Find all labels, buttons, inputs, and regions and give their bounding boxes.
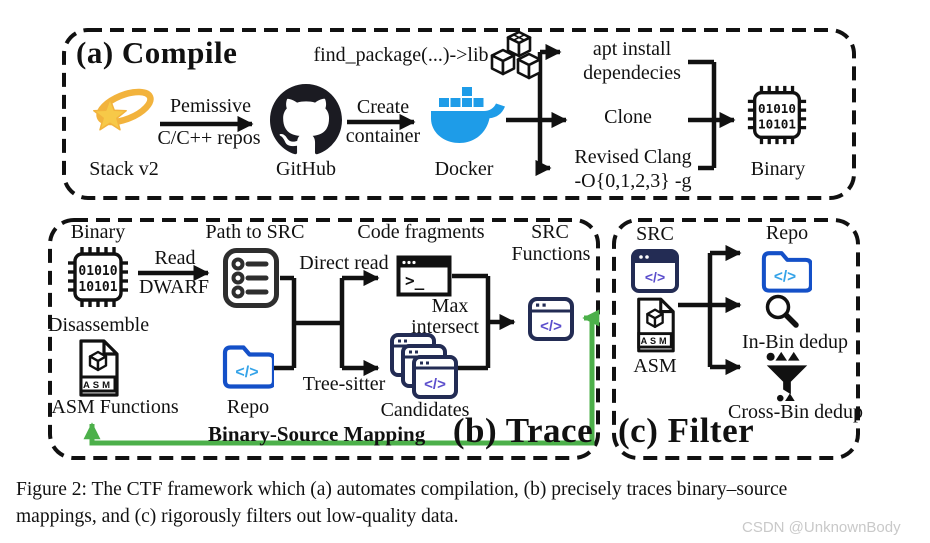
read-dwarf-label-line1: Read: [154, 247, 196, 269]
svg-text:ASM: ASM: [83, 380, 113, 391]
svg-text:01010: 01010: [78, 264, 117, 279]
permissive-label-line1: Pemissive: [169, 95, 252, 117]
github-icon: [270, 84, 342, 156]
panel-b-border: [48, 218, 600, 460]
svg-text:10101: 10101: [758, 117, 796, 132]
candidates-icon: </>: [390, 333, 458, 399]
src-functions-label-line1: SRC: [531, 221, 569, 243]
svg-text:ASM: ASM: [641, 336, 670, 346]
src-window-icon-c: </>: [630, 248, 680, 294]
panel-b-title: (b) Trace: [452, 411, 594, 450]
path-to-src-list-icon: [222, 247, 280, 309]
svg-text:</>: </>: [774, 269, 796, 286]
binary-label-b: Binary: [70, 221, 126, 243]
docker-icon: [426, 86, 506, 156]
find-package-label: find_package(...)->lib: [313, 44, 489, 66]
direct-read-label: Direct read: [299, 252, 389, 274]
revised-clang-label-line2: -O{0,1,2,3} -g: [574, 170, 692, 192]
candidates-label: Candidates: [380, 399, 470, 421]
apt-install-label-line1: apt install: [592, 38, 672, 60]
src-label-c: SRC: [636, 223, 674, 245]
asm-file-icon-b: ASM: [74, 338, 122, 398]
asm-label-c: ASM: [633, 355, 677, 377]
path-to-src-label: Path to SRC: [205, 221, 305, 243]
max-intersect-label-line1: Max: [431, 295, 469, 317]
packages-icon: [490, 30, 548, 88]
create-container-label-line1: Create: [356, 96, 410, 118]
repo-label-c: Repo: [765, 222, 809, 244]
svg-text:10101: 10101: [78, 280, 117, 295]
revised-clang-label-line1: Revised Clang: [574, 146, 692, 168]
code-fragments-label: Code fragments: [357, 221, 485, 243]
clone-label: Clone: [604, 106, 652, 128]
terminal-icon: >_: [396, 255, 452, 297]
cross-bin-dedup-label: Cross-Bin dedup: [728, 401, 863, 423]
max-intersect-label-line2: intersect: [411, 316, 479, 338]
svg-text:</>: </>: [645, 269, 665, 285]
permissive-label-line2: C/C++ repos: [157, 127, 261, 149]
github-label: GitHub: [276, 158, 336, 180]
binary-chip-icon-b: 01010 10101: [64, 244, 132, 310]
stack-v2-label: Stack v2: [89, 158, 159, 180]
panel-c-title: (c) Filter: [618, 411, 755, 450]
repo-folder-icon-c: </>: [758, 246, 812, 294]
svg-text:</>: </>: [424, 376, 446, 393]
figure-caption-line2: mappings, and (c) rigorously filters out…: [16, 505, 459, 527]
binary-chip-icon: 01010 10101: [744, 82, 810, 148]
panel-c-border: [612, 218, 860, 460]
panel-a-title: (a) Compile: [76, 35, 238, 70]
asm-file-icon-c: ASM: [632, 296, 678, 354]
create-container-label-line2: container: [345, 125, 421, 147]
apt-install-label-line2: dependecies: [583, 62, 681, 84]
repo-label-b: Repo: [226, 396, 270, 418]
repo-folder-icon-b: </>: [220, 340, 274, 390]
binary-label: Binary: [750, 158, 806, 180]
asm-functions-label: ASM Functions: [51, 396, 179, 418]
binary-source-mapping-label: Binary-Source Mapping: [208, 422, 426, 446]
panel-a-border: [62, 28, 856, 200]
figure-caption-line1: Figure 2: The CTF framework which (a) au…: [16, 479, 788, 500]
src-functions-icon: </>: [527, 296, 575, 342]
tree-sitter-label: Tree-sitter: [302, 373, 386, 395]
csdn-watermark: CSDN @UnknownBody: [742, 519, 901, 536]
svg-text:</>: </>: [540, 318, 562, 335]
stack-v2-icon: [84, 80, 156, 146]
svg-text:01010: 01010: [758, 101, 796, 116]
disassemble-label: Disassemble: [48, 314, 150, 336]
in-bin-dedup-label: In-Bin dedup: [741, 331, 849, 353]
read-dwarf-label-line2: DWARF: [138, 276, 209, 298]
svg-text:</>: </>: [235, 364, 258, 381]
figure-caption: Figure 2: The CTF framework which (a) au…: [16, 477, 787, 530]
src-functions-label-line2: Functions: [511, 243, 591, 265]
svg-text:>_: >_: [405, 271, 425, 290]
cross-bin-dedup-funnel-icon: [764, 350, 810, 402]
in-bin-dedup-magnifier-icon: [762, 293, 802, 331]
docker-label: Docker: [434, 158, 494, 180]
